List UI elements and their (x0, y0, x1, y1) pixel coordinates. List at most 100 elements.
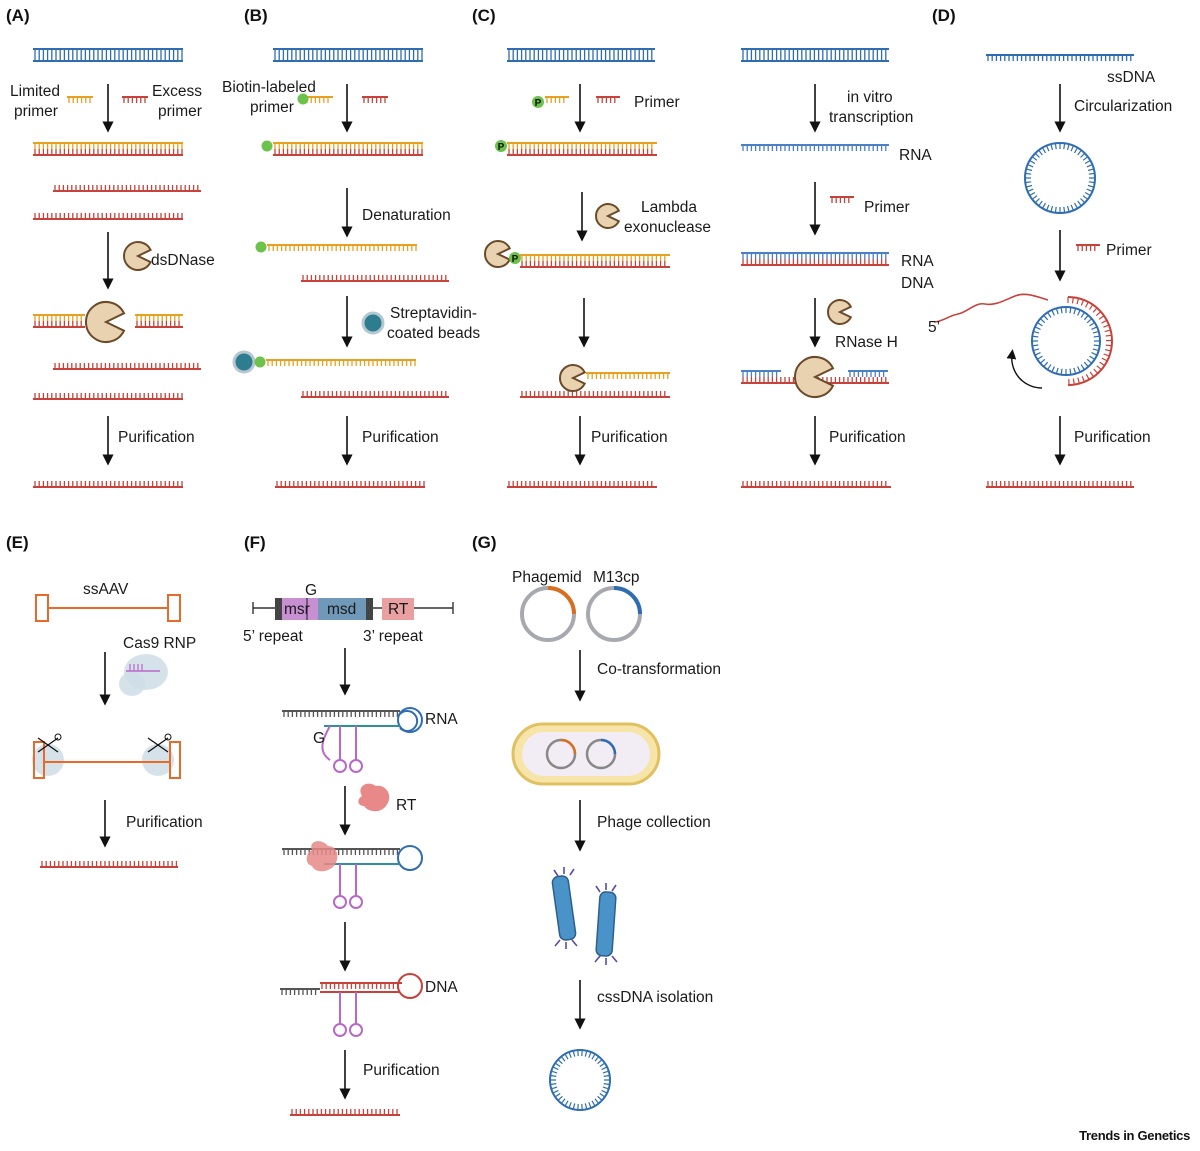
digested-red-right (135, 321, 183, 328)
panel-a-label: (A) (6, 6, 30, 25)
cotransformation-label: Co-transformation (597, 661, 721, 678)
ssdna-linear (986, 54, 1134, 61)
primer-d-label: Primer (1106, 242, 1152, 259)
biotin-dot-3 (255, 241, 267, 253)
limited-primer-label-1: Limited (10, 83, 60, 100)
red-strand (33, 149, 183, 156)
purification-c2: Purification (829, 429, 906, 446)
biotin-dot-2 (261, 140, 273, 152)
phagemid-label: Phagemid (512, 569, 582, 586)
biotin-label-1: Biotin-labeled (222, 79, 316, 96)
phosphate-label-2: P (498, 142, 505, 153)
product-d (986, 481, 1134, 488)
cssdna-circle (549, 1049, 611, 1111)
msr-box (282, 598, 318, 620)
product-c (507, 481, 657, 488)
rnaseh-icon (827, 299, 853, 325)
b-red (273, 149, 423, 156)
digested-orange-right (135, 314, 183, 321)
dsdna-c-top (507, 48, 655, 55)
rnaseh-label: RNase H (835, 334, 898, 351)
c-primer-p (545, 96, 569, 103)
dsdna-bottom-strand (33, 55, 183, 62)
limited-primer (67, 96, 93, 103)
msr-label: msr (284, 601, 310, 618)
g-top-label: G (305, 582, 317, 599)
rna-label: RNA (899, 147, 932, 164)
product-b (275, 481, 425, 488)
panel-b: Biotin-labeled primer Denaturation Strep… (222, 48, 480, 488)
isolation-label: cssDNA isolation (597, 989, 713, 1006)
dna-f-label: DNA (425, 979, 458, 996)
dsdna-c-bottom (507, 55, 655, 62)
panel-g-label: (G) (472, 533, 497, 552)
purification-d: Purification (1074, 429, 1151, 446)
dsdnase-enzyme-icon (123, 241, 152, 271)
rnaseh-big-icon (794, 356, 835, 398)
ivt-label-1: in vitro (847, 89, 893, 106)
cas9-cut-complex (32, 733, 181, 779)
primer-c-label: Primer (634, 94, 680, 111)
purification-b: Purification (362, 429, 439, 446)
panel-e: ssAAV Cas9 RNP Purification (32, 581, 203, 868)
c2-primer (830, 196, 854, 203)
cas9-label: Cas9 RNP (123, 635, 196, 652)
excess-primer (122, 96, 148, 103)
b-primer (362, 96, 388, 103)
excess-primer-label-2: primer (158, 103, 202, 120)
b-red-ss2 (301, 391, 449, 398)
excess-primer-label-1: Excess (152, 83, 202, 100)
five-prime-label: 5’ (928, 319, 940, 336)
ivt-label-2: transcription (829, 109, 913, 126)
b-orange-bound (266, 359, 416, 366)
rt-bound-rna (282, 841, 423, 909)
panel-d: ssDNA Circularization Primer 5’ Purifica… (928, 54, 1172, 488)
credit-label: Trends in Genetics (1079, 1128, 1190, 1143)
rt-enzyme-label: RT (396, 797, 417, 814)
digested-orange-left (33, 314, 85, 321)
digested-red-left (33, 321, 85, 328)
red-ssdna-3 (53, 363, 201, 370)
phosphate-label: P (535, 98, 542, 109)
dna-strand-2 (741, 259, 889, 266)
dsdna-c2-top (741, 48, 889, 55)
ssaav-genome (35, 594, 181, 622)
bead-bound-icon (232, 350, 256, 374)
panel-g: Phagemid M13cp Co-transformation Phage c… (511, 569, 721, 1111)
rna-frag-left (741, 370, 781, 377)
msd-box (318, 598, 366, 620)
biotin-label-2: primer (250, 99, 294, 116)
c-red-3 (520, 391, 670, 398)
orange-strand (33, 142, 183, 149)
product-a (33, 481, 183, 488)
c-orange-partial (586, 372, 670, 379)
dsdnase-big-icon (85, 301, 126, 343)
msr-msd-rna (282, 707, 423, 773)
biotin-dot (297, 93, 309, 105)
repeat3-label: 3’ repeat (363, 628, 423, 645)
dsdna-b-bottom (273, 55, 423, 62)
lambda-label-2: exonuclease (624, 219, 711, 236)
red-ssdna-2 (33, 213, 183, 220)
repeat3-box (366, 598, 373, 620)
dsdna-c2-bottom (741, 55, 889, 62)
phage-collection-label: Phage collection (597, 814, 711, 831)
primer-c2-label: Primer (864, 199, 910, 216)
c-orange-2 (520, 254, 670, 261)
red-ssdna-4 (33, 393, 183, 400)
lambda-exo-icon (595, 203, 621, 229)
biotin-primer (305, 96, 333, 103)
panel-f: G msr msd RT 5’ repeat 3’ repeat RNA G R… (243, 582, 458, 1116)
dna2-label: DNA (901, 275, 934, 292)
phosphate-icon-3 (509, 252, 521, 264)
panel-f-label: (F) (244, 533, 266, 552)
beads-label-1: Streptavidin- (390, 305, 477, 322)
purification-a: Purification (118, 429, 195, 446)
dsdna-b-top (273, 48, 423, 55)
circular-ssdna (1024, 142, 1096, 214)
panel-c-label: (C) (472, 6, 496, 25)
ssaav-label: ssAAV (83, 581, 129, 598)
ssdna-label: ssDNA (1107, 69, 1156, 86)
b-orange-ss (267, 244, 417, 251)
purification-e: Purification (126, 814, 203, 831)
